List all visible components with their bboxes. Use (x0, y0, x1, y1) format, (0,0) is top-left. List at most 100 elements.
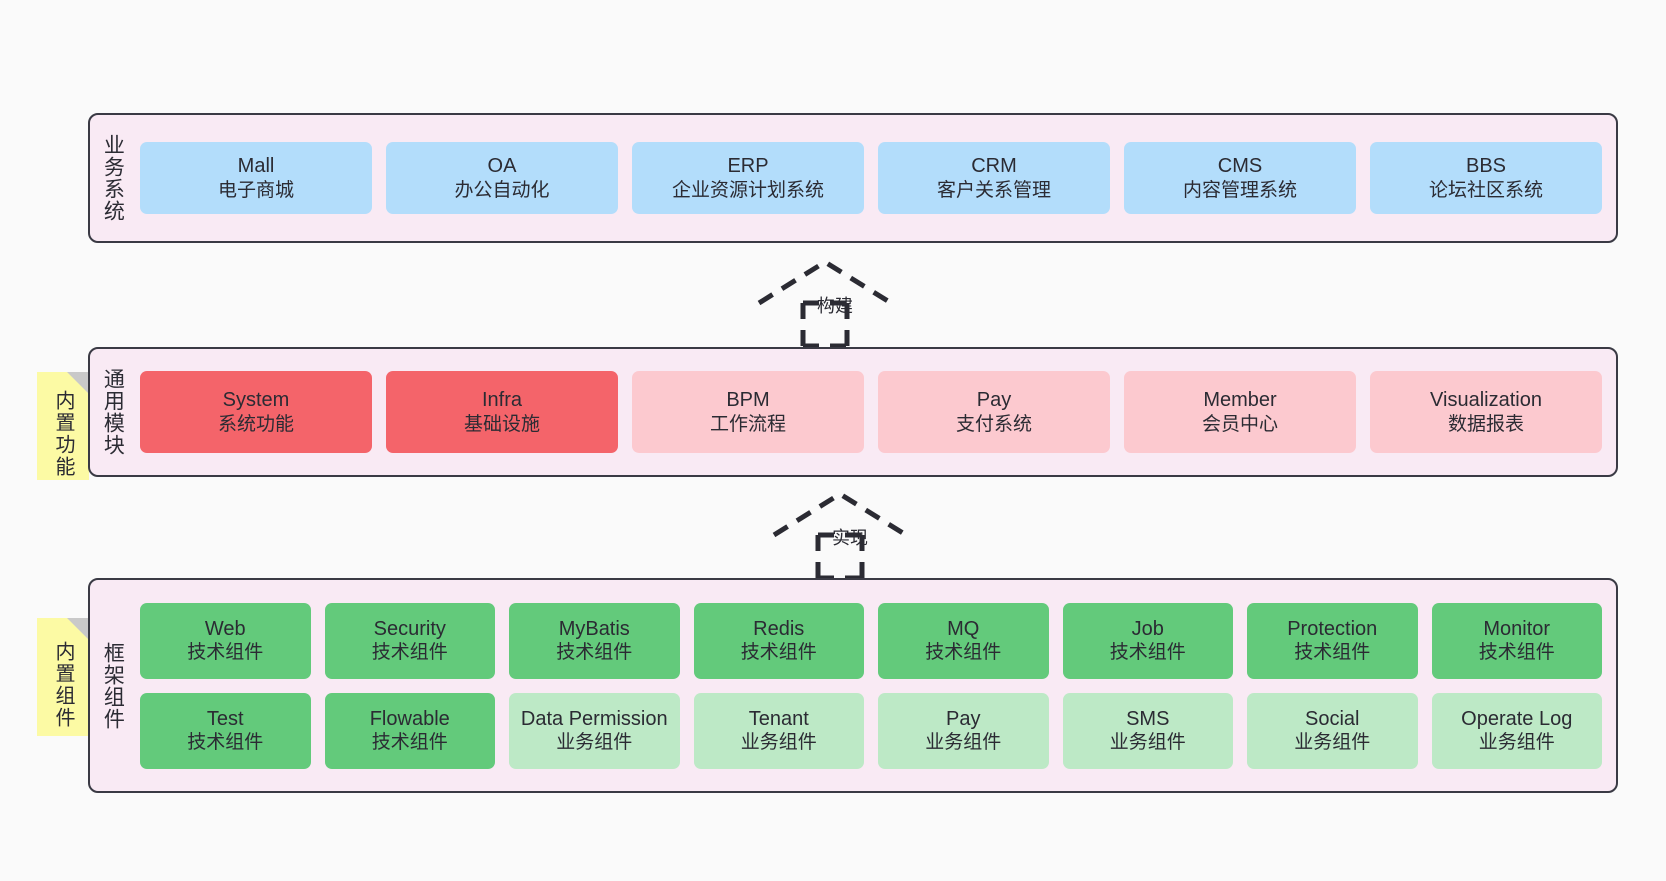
card-title: Data Permission (520, 707, 668, 730)
note-builtin-components: 内置组件 (37, 618, 89, 736)
card-subtitle: 业务组件 (556, 732, 633, 754)
framework-card-protection[interactable]: Protection 技术组件 (1247, 602, 1418, 679)
common-card-infra[interactable]: Infra 基础设施 (386, 371, 618, 453)
card-title: Protection (1287, 617, 1378, 640)
framework-card-social[interactable]: Social 业务组件 (1247, 692, 1418, 769)
card-subtitle: 业务组件 (1478, 732, 1555, 754)
card-subtitle: 工作流程 (709, 413, 786, 435)
framework-row-business: Test 技术组件 Flowable 技术组件 Data Permission … (140, 692, 1602, 769)
layer-body-business: Mall 电子商城 OA 办公自动化 ERP 企业资源计划系统 CRM 客户关系… (134, 115, 1616, 241)
card-subtitle: 电子商城 (217, 179, 294, 201)
card-title: Pay (976, 389, 1012, 412)
connector-build-arrow: 构建 (755, 258, 905, 349)
connector-build-label: 构建 (817, 296, 853, 316)
card-subtitle: 会员中心 (1201, 413, 1278, 435)
framework-card-monitor[interactable]: Monitor 技术组件 (1431, 602, 1602, 679)
card-title: System (222, 389, 290, 412)
common-card-pay[interactable]: Pay 支付系统 (878, 371, 1110, 453)
framework-card-sms[interactable]: SMS 业务组件 (1062, 692, 1233, 769)
framework-card-mybatis[interactable]: MyBatis 技术组件 (509, 602, 680, 679)
common-card-bpm[interactable]: BPM 工作流程 (632, 371, 864, 453)
framework-card-redis[interactable]: Redis 技术组件 (693, 602, 864, 679)
card-title: OA (487, 155, 517, 178)
layer-business-systems: 业务系统 Mall 电子商城 OA 办公自动化 ERP 企业资源计划系统 CRM… (88, 113, 1618, 243)
card-subtitle: 论坛社区系统 (1428, 179, 1543, 201)
card-title: Job (1131, 617, 1164, 640)
framework-card-mq[interactable]: MQ 技术组件 (878, 602, 1049, 679)
card-subtitle: 技术组件 (556, 642, 633, 664)
card-title: Redis (753, 617, 805, 640)
layer-body-framework: Web 技术组件 Security 技术组件 MyBatis 技术组件 Redi… (134, 580, 1616, 791)
framework-card-test[interactable]: Test 技术组件 (140, 692, 311, 769)
framework-card-operate-log[interactable]: Operate Log 业务组件 (1431, 692, 1602, 769)
card-subtitle: 技术组件 (1478, 642, 1555, 664)
framework-card-flowable[interactable]: Flowable 技术组件 (324, 692, 495, 769)
common-card-visualization[interactable]: Visualization 数据报表 (1370, 371, 1602, 453)
card-title: Operate Log (1461, 707, 1573, 730)
card-title: Tenant (748, 707, 809, 730)
card-subtitle: 技术组件 (187, 732, 264, 754)
connector-implement-arrow: 实现 (770, 490, 920, 581)
connector-implement-label: 实现 (832, 528, 868, 548)
card-subtitle: 数据报表 (1447, 413, 1524, 435)
note-builtin-features: 内置功能 (37, 372, 89, 480)
card-title: Mall (237, 155, 275, 178)
card-subtitle: 技术组件 (1109, 642, 1186, 664)
card-subtitle: 基础设施 (463, 413, 540, 435)
business-card-crm[interactable]: CRM 客户关系管理 (878, 142, 1110, 214)
card-title: CMS (1217, 155, 1263, 178)
card-subtitle: 系统功能 (217, 413, 294, 435)
card-subtitle: 办公自动化 (454, 179, 550, 201)
card-title: Security (373, 617, 446, 640)
layer-title-business: 业务系统 (101, 134, 125, 222)
framework-card-security[interactable]: Security 技术组件 (324, 602, 495, 679)
card-subtitle: 技术组件 (1294, 642, 1371, 664)
business-card-cms[interactable]: CMS 内容管理系统 (1124, 142, 1356, 214)
note-text: 内置功能 (52, 390, 74, 478)
card-title: BBS (1465, 155, 1507, 178)
card-subtitle: 技术组件 (371, 732, 448, 754)
business-card-mall[interactable]: Mall 电子商城 (140, 142, 372, 214)
common-card-member[interactable]: Member 会员中心 (1124, 371, 1356, 453)
card-title: Infra (481, 389, 523, 412)
card-title: MyBatis (558, 617, 630, 640)
card-title: MQ (947, 617, 980, 640)
card-subtitle: 业务组件 (925, 732, 1002, 754)
framework-card-tenant[interactable]: Tenant 业务组件 (693, 692, 864, 769)
card-subtitle: 客户关系管理 (936, 179, 1051, 201)
framework-card-web[interactable]: Web 技术组件 (140, 602, 311, 679)
card-title: Web (204, 617, 246, 640)
card-subtitle: 技术组件 (371, 642, 448, 664)
common-row: System 系统功能 Infra 基础设施 BPM 工作流程 Pay 支付系统… (140, 371, 1602, 453)
card-title: Test (206, 707, 244, 730)
framework-card-data-permission[interactable]: Data Permission 业务组件 (509, 692, 680, 769)
card-title: Member (1203, 389, 1277, 412)
card-title: Social (1305, 707, 1360, 730)
card-subtitle: 技术组件 (740, 642, 817, 664)
card-title: Flowable (369, 707, 450, 730)
framework-card-job[interactable]: Job 技术组件 (1062, 602, 1233, 679)
card-subtitle: 业务组件 (740, 732, 817, 754)
card-subtitle: 支付系统 (955, 413, 1032, 435)
layer-common-modules: 通用模块 System 系统功能 Infra 基础设施 BPM 工作流程 Pay… (88, 347, 1618, 477)
card-title: ERP (727, 155, 769, 178)
business-card-bbs[interactable]: BBS 论坛社区系统 (1370, 142, 1602, 214)
card-title: SMS (1126, 707, 1170, 730)
card-subtitle: 业务组件 (1294, 732, 1371, 754)
card-subtitle: 业务组件 (1109, 732, 1186, 754)
card-title: Visualization (1430, 389, 1542, 412)
card-title: BPM (726, 389, 770, 412)
card-subtitle: 内容管理系统 (1182, 179, 1297, 201)
card-subtitle: 企业资源计划系统 (671, 179, 824, 201)
card-title: CRM (971, 155, 1017, 178)
business-card-oa[interactable]: OA 办公自动化 (386, 142, 618, 214)
framework-card-pay[interactable]: Pay 业务组件 (878, 692, 1049, 769)
common-card-system[interactable]: System 系统功能 (140, 371, 372, 453)
card-title: Pay (946, 707, 981, 730)
layer-body-common: System 系统功能 Infra 基础设施 BPM 工作流程 Pay 支付系统… (134, 349, 1616, 475)
business-card-erp[interactable]: ERP 企业资源计划系统 (632, 142, 864, 214)
framework-row-tech: Web 技术组件 Security 技术组件 MyBatis 技术组件 Redi… (140, 602, 1602, 679)
card-subtitle: 技术组件 (925, 642, 1002, 664)
note-text: 内置组件 (52, 641, 74, 729)
